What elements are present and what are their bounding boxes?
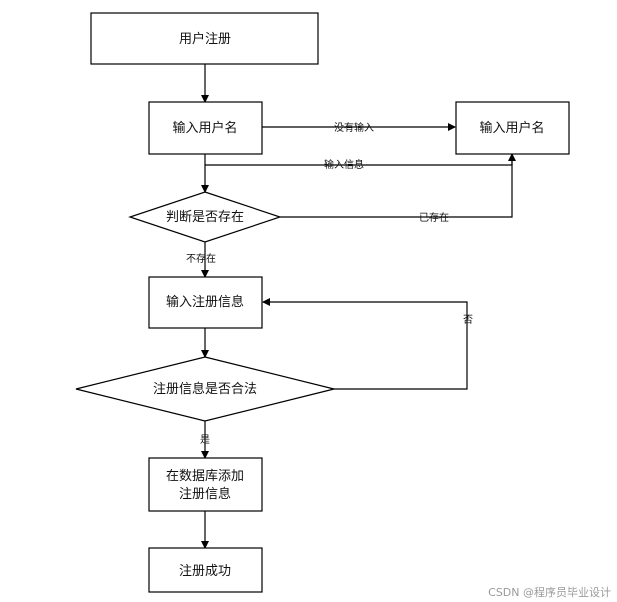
node-input-username-label: 输入用户名 (172, 120, 237, 136)
node-check-valid-label: 注册信息是否合法 (153, 381, 257, 397)
node-check-exists (128, 191, 282, 243)
node-check-valid (75, 356, 335, 422)
edge-label-input-info: 输入信息 (324, 158, 364, 171)
edge-label-yes: 是 (200, 434, 210, 446)
node-input-register-info (148, 276, 263, 329)
node-input-username-right-label: 输入用户名 (479, 120, 544, 136)
node-register-success-label: 注册成功 (179, 564, 231, 579)
edge-label-no-input: 没有输入 (334, 121, 374, 134)
watermark: CSDN @程序员毕业设计 (488, 585, 611, 599)
edge-label-no: 否 (463, 314, 473, 326)
node-db-add (148, 457, 263, 512)
node-register-success (148, 547, 263, 593)
edge-label-not-exists: 不存在 (186, 252, 216, 265)
node-check-exists-label: 判断是否存在 (166, 210, 244, 225)
node-db-add-label-line2: 注册信息 (179, 486, 231, 502)
edge-label-already-exists: 已存在 (419, 211, 449, 224)
edge-invalid-loop (262, 298, 468, 390)
node-user-register (90, 12, 319, 65)
node-input-username-right (455, 101, 570, 155)
edge-already-exists (280, 154, 513, 218)
node-input-username (148, 101, 263, 155)
node-db-add-label-line1: 在数据库添加 (166, 468, 244, 484)
node-user-register-label: 用户注册 (179, 31, 231, 47)
node-input-register-info-label: 输入注册信息 (166, 294, 244, 310)
